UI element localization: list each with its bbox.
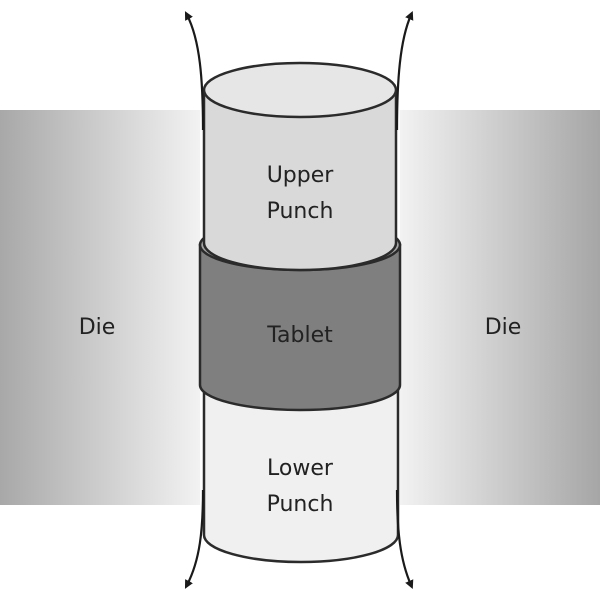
- upper-punch-label-line1: Upper: [267, 163, 335, 188]
- tablet-label: Tablet: [266, 323, 333, 348]
- upper-right-arrow: [395, 10, 414, 131]
- right-die: [400, 110, 600, 505]
- lower-punch: [202, 388, 400, 564]
- upper-left-arrow: [184, 11, 205, 131]
- tablet-body: [198, 243, 402, 412]
- left-die-label: Die: [79, 315, 116, 340]
- lower-left-arrow: [184, 489, 205, 589]
- upper-punch-top: [202, 61, 398, 119]
- lower-punch-label-line1: Lower: [267, 456, 334, 481]
- upper-punch: [202, 61, 398, 272]
- left-die: [0, 110, 200, 505]
- right-die-label: Die: [485, 315, 522, 340]
- upper-punch-body: [202, 88, 398, 272]
- upper-punch-label-line2: Punch: [267, 199, 334, 224]
- lower-right-arrow: [395, 489, 414, 590]
- lower-punch-label-line2: Punch: [267, 492, 334, 517]
- lower-punch-body: [202, 388, 400, 564]
